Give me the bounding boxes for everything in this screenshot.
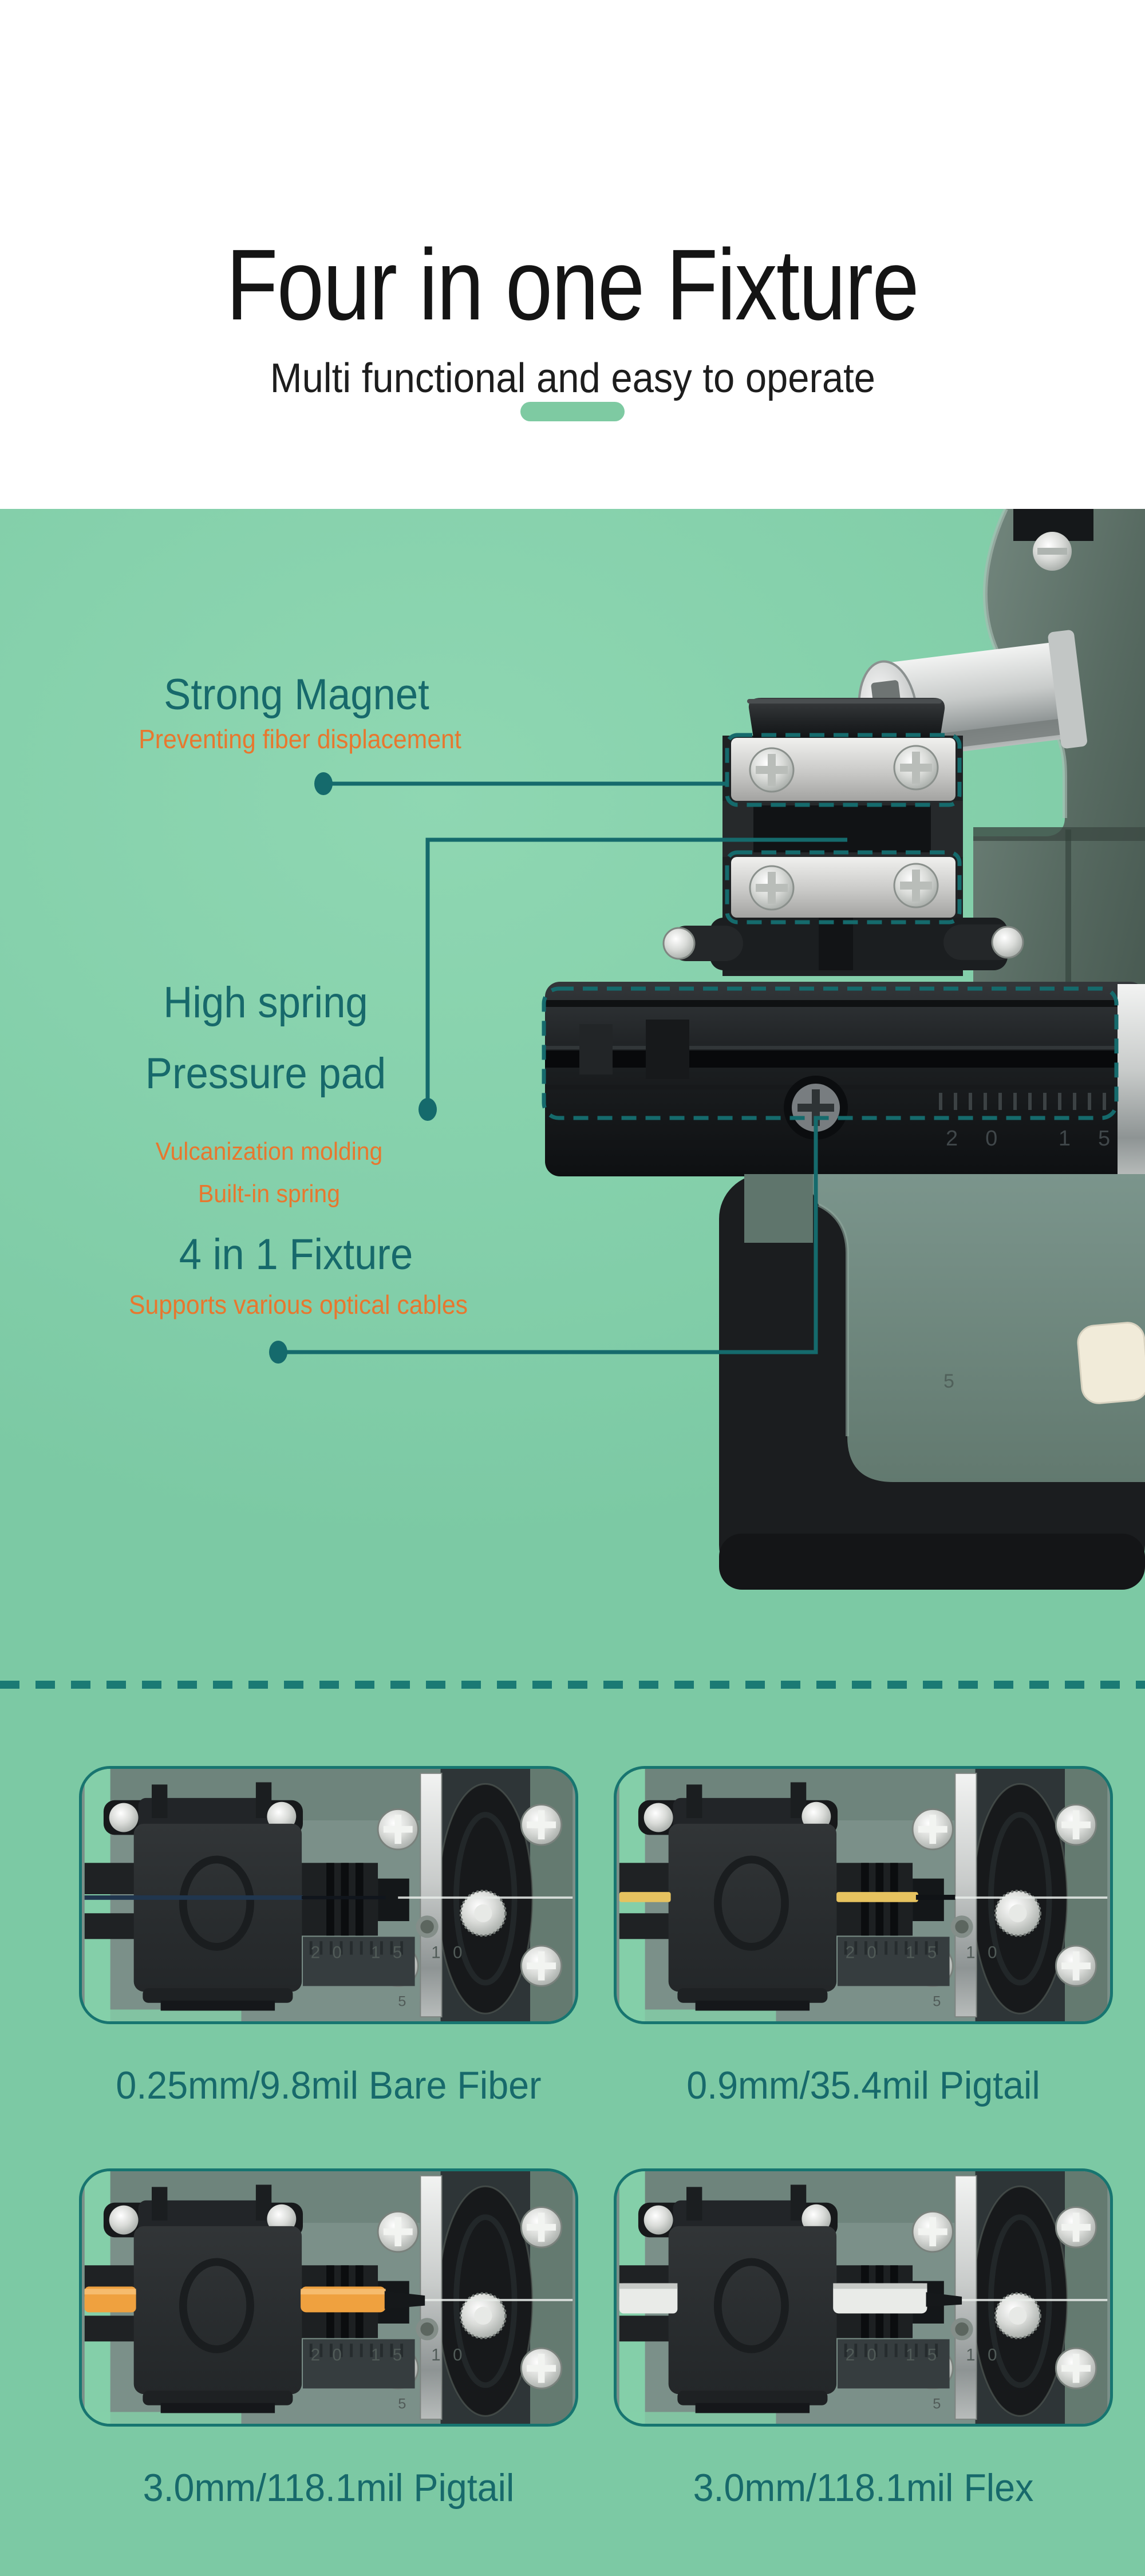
gallery-card-bare-fiber: 20 15 10 5 xyxy=(79,1766,578,2024)
callout-magnet-subtitle: Preventing fiber displacement xyxy=(139,724,461,754)
fiber-scene: 20 15 10 5 xyxy=(617,2171,1110,2424)
page-title: Four in one Fixture xyxy=(0,232,1145,338)
pressure-pad-hinge xyxy=(662,918,1024,970)
callout-pad-title: High spring Pressure pad xyxy=(26,967,506,1109)
magnet-plate-top xyxy=(731,738,956,801)
card-ruler-five: 5 xyxy=(933,2396,941,2412)
callout-pad-subtitle-line1: Vulcanization molding xyxy=(155,1137,383,1165)
gallery-card-09-pigtail: 20 15 10 5 xyxy=(614,1766,1113,2024)
gallery-card-30-flex: 20 15 10 5 xyxy=(614,2168,1113,2427)
callout-pad-subtitle-line2: Built-in spring xyxy=(198,1180,340,1208)
callout-fixture-title: 4 in 1 Fixture xyxy=(179,1230,413,1279)
card-ruler-labels: 20 15 10 xyxy=(846,1943,1009,1962)
fiber-scene: 20 15 10 5 xyxy=(617,1769,1110,2021)
fixture-arm: 20 15 10 xyxy=(545,982,1145,1194)
callout-pad-subtitle: Vulcanization molding Built-in spring xyxy=(30,1131,509,1215)
fiber-scene: 20 15 10 5 xyxy=(82,2171,575,2424)
callout-lines xyxy=(269,772,847,1364)
card-ruler-five: 5 xyxy=(398,1994,406,2010)
fiber-overlay-orange xyxy=(84,2286,425,2313)
page-subtitle-text: Multi functional and easy to operate xyxy=(270,355,875,401)
callout-magnet-title: Strong Magnet xyxy=(164,670,429,719)
fiber-scene: 20 15 10 5 xyxy=(82,1769,575,2021)
header-section: Four in one Fixture Multi functional and… xyxy=(0,0,1145,509)
callout-pad-title-line2: Pressure pad xyxy=(145,1049,386,1098)
highlight-fixture xyxy=(542,986,1119,1120)
gallery-caption: 3.0mm/118.1mil Pigtail xyxy=(143,2466,515,2510)
gallery-caption: 3.0mm/118.1mil Flex xyxy=(693,2466,1034,2510)
page-subtitle: Multi functional and easy to operate xyxy=(0,355,1145,402)
ruler-labels: 20 15 10 xyxy=(946,1127,1145,1151)
fiber-overlay-white xyxy=(619,2283,962,2314)
highlight-magnet-bottom xyxy=(725,850,962,924)
page-title-text: Four in one Fixture xyxy=(226,228,920,341)
callout-dot-magnet xyxy=(314,772,333,795)
magnet-clamp xyxy=(662,698,1024,976)
callout-pad-title-line1: High spring xyxy=(163,978,368,1027)
callout-fixture-subtitle: Supports various optical cables xyxy=(128,1290,468,1319)
highlight-magnet-top xyxy=(725,733,962,807)
section-divider xyxy=(0,1681,1145,1689)
base-ruler-five: 5 xyxy=(943,1370,954,1392)
accent-bar xyxy=(520,402,625,421)
cleaver-base: 5 xyxy=(719,1174,1145,1590)
fiber-overlay-bare xyxy=(84,1895,386,1900)
base-label xyxy=(1077,1322,1145,1404)
gallery-card-30-pigtail: 20 15 10 5 xyxy=(79,2168,578,2427)
card-ruler-labels: 20 15 10 xyxy=(311,1943,475,1962)
card-ruler-five: 5 xyxy=(933,1994,941,2010)
card-ruler-labels: 20 15 10 xyxy=(311,2346,475,2365)
dashed-highlights xyxy=(542,733,1119,1120)
fiber-overlay-yellow xyxy=(619,1892,956,1902)
product-illustration: 20 15 10 5 xyxy=(269,509,1145,1590)
card-ruler-five: 5 xyxy=(398,2396,406,2412)
ruler-ticks xyxy=(939,1093,1106,1110)
magnet-plate-bottom xyxy=(731,857,956,918)
gallery-caption: 0.25mm/9.8mil Bare Fiber xyxy=(116,2064,542,2107)
gallery-caption: 0.9mm/35.4mil Pigtail xyxy=(686,2064,1040,2107)
card-ruler-labels: 20 15 10 xyxy=(846,2346,1009,2365)
callout-dot-fixture xyxy=(269,1341,287,1364)
